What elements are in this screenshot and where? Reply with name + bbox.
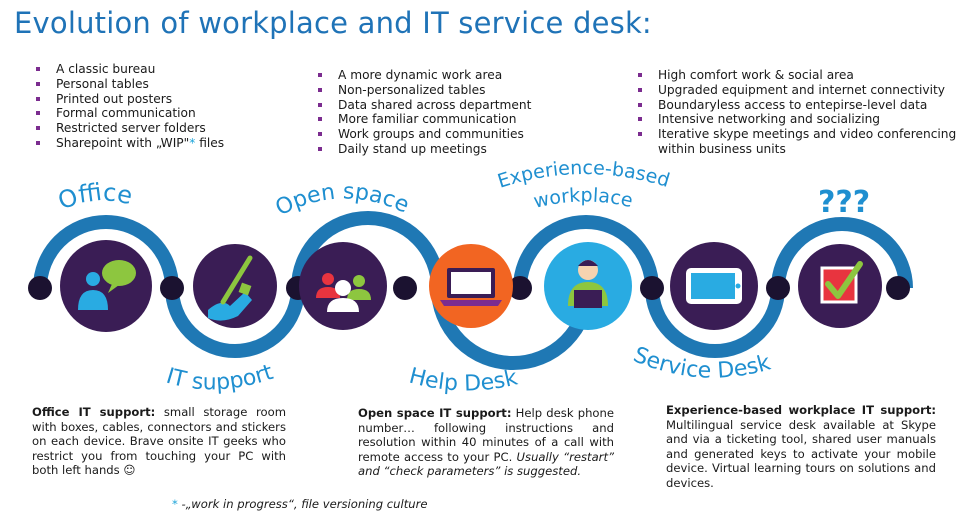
- node: [393, 276, 417, 300]
- node: [508, 276, 532, 300]
- list-item: A more dynamic work area: [312, 68, 531, 83]
- list-item: Printed out posters: [30, 92, 224, 107]
- list-item-text: Sharepoint with „WIP": [56, 135, 190, 150]
- node: [160, 276, 184, 300]
- open-space-it-support-description: Open space IT support: Help desk phone n…: [358, 406, 614, 479]
- stage-label-workplace: workplace: [531, 184, 634, 212]
- office-features-list: A classic bureau Personal tables Printed…: [30, 62, 224, 151]
- person-laptop-icon: [544, 242, 632, 330]
- footnote-marker: *: [189, 135, 196, 150]
- stage-label: IT support: [163, 360, 276, 396]
- experience-features-list: High comfort work & social area Upgraded…: [632, 68, 956, 157]
- description-heading: Office IT support:: [32, 405, 156, 419]
- footnote-text: -„work in progress“, file versioning cul…: [177, 497, 428, 511]
- node: [886, 276, 910, 300]
- description-heading: Open space IT support:: [358, 406, 512, 420]
- description-body: Help desk phone number… following instru…: [358, 406, 614, 464]
- node: [28, 276, 52, 300]
- stage-label-unknown: ???: [818, 185, 870, 220]
- list-item: Iterative skype meetings and video confe…: [632, 127, 956, 142]
- team-icon: [299, 242, 387, 330]
- list-item: Personal tables: [30, 77, 224, 92]
- experience-it-support-description: Experience-based workplace IT support: M…: [666, 403, 936, 491]
- list-item: Data shared across department: [312, 98, 531, 113]
- list-item: Upgraded equipment and internet connecti…: [632, 83, 956, 98]
- stage-label: Office: [54, 178, 135, 215]
- node: [766, 276, 790, 300]
- evolution-diagram: Office Open space Experience-based workp…: [28, 160, 913, 397]
- stage-label: Help Desk: [407, 364, 521, 397]
- node: [640, 276, 664, 300]
- tablet-icon: [670, 242, 758, 330]
- list-item: Formal communication: [30, 106, 224, 121]
- list-item: Work groups and communities: [312, 127, 531, 142]
- stage-label-it-support: IT support: [163, 360, 276, 396]
- list-item: More familiar communication: [312, 112, 531, 127]
- description-body: small storage room with boxes, cables, c…: [32, 405, 286, 478]
- list-item: Daily stand up meetings: [312, 142, 531, 157]
- description-italic: Usually “restart” and “check parameters”…: [358, 449, 614, 479]
- list-item: Restricted server folders: [30, 121, 224, 136]
- list-item-continuation: within business units: [658, 141, 786, 156]
- chat-people-icon: [60, 240, 152, 332]
- list-item: Intensive networking and socializing: [632, 112, 956, 127]
- footnote-marker: *: [172, 497, 178, 511]
- open-space-features-list: A more dynamic work area Non-personalize…: [312, 68, 531, 157]
- stage-label: workplace: [531, 184, 634, 212]
- office-it-support-description: Office IT support: small storage room wi…: [32, 405, 286, 478]
- description-heading: Experience-based workplace IT support:: [666, 403, 936, 417]
- list-item: Sharepoint with „WIP"* files: [30, 136, 224, 151]
- description-body: Multilingual service desk available at S…: [666, 417, 936, 490]
- connector-nodes: [28, 276, 910, 300]
- pen-hand-icon: [193, 244, 277, 328]
- list-item: High comfort work & social area: [632, 68, 956, 83]
- laptop-icon: [429, 244, 513, 328]
- list-item: Boundaryless access to entepirse-level d…: [632, 98, 956, 113]
- stage-label-help-desk: Help Desk: [407, 364, 521, 397]
- list-item-text: files: [195, 135, 225, 150]
- page-title: Evolution of workplace and IT service de…: [14, 6, 652, 40]
- stage-label-office: Office: [54, 178, 135, 215]
- list-item: Non-personalized tables: [312, 83, 531, 98]
- footnote: * -„work in progress“, file versioning c…: [172, 497, 428, 511]
- list-item: A classic bureau: [30, 62, 224, 77]
- checkbox-icon: [798, 244, 882, 328]
